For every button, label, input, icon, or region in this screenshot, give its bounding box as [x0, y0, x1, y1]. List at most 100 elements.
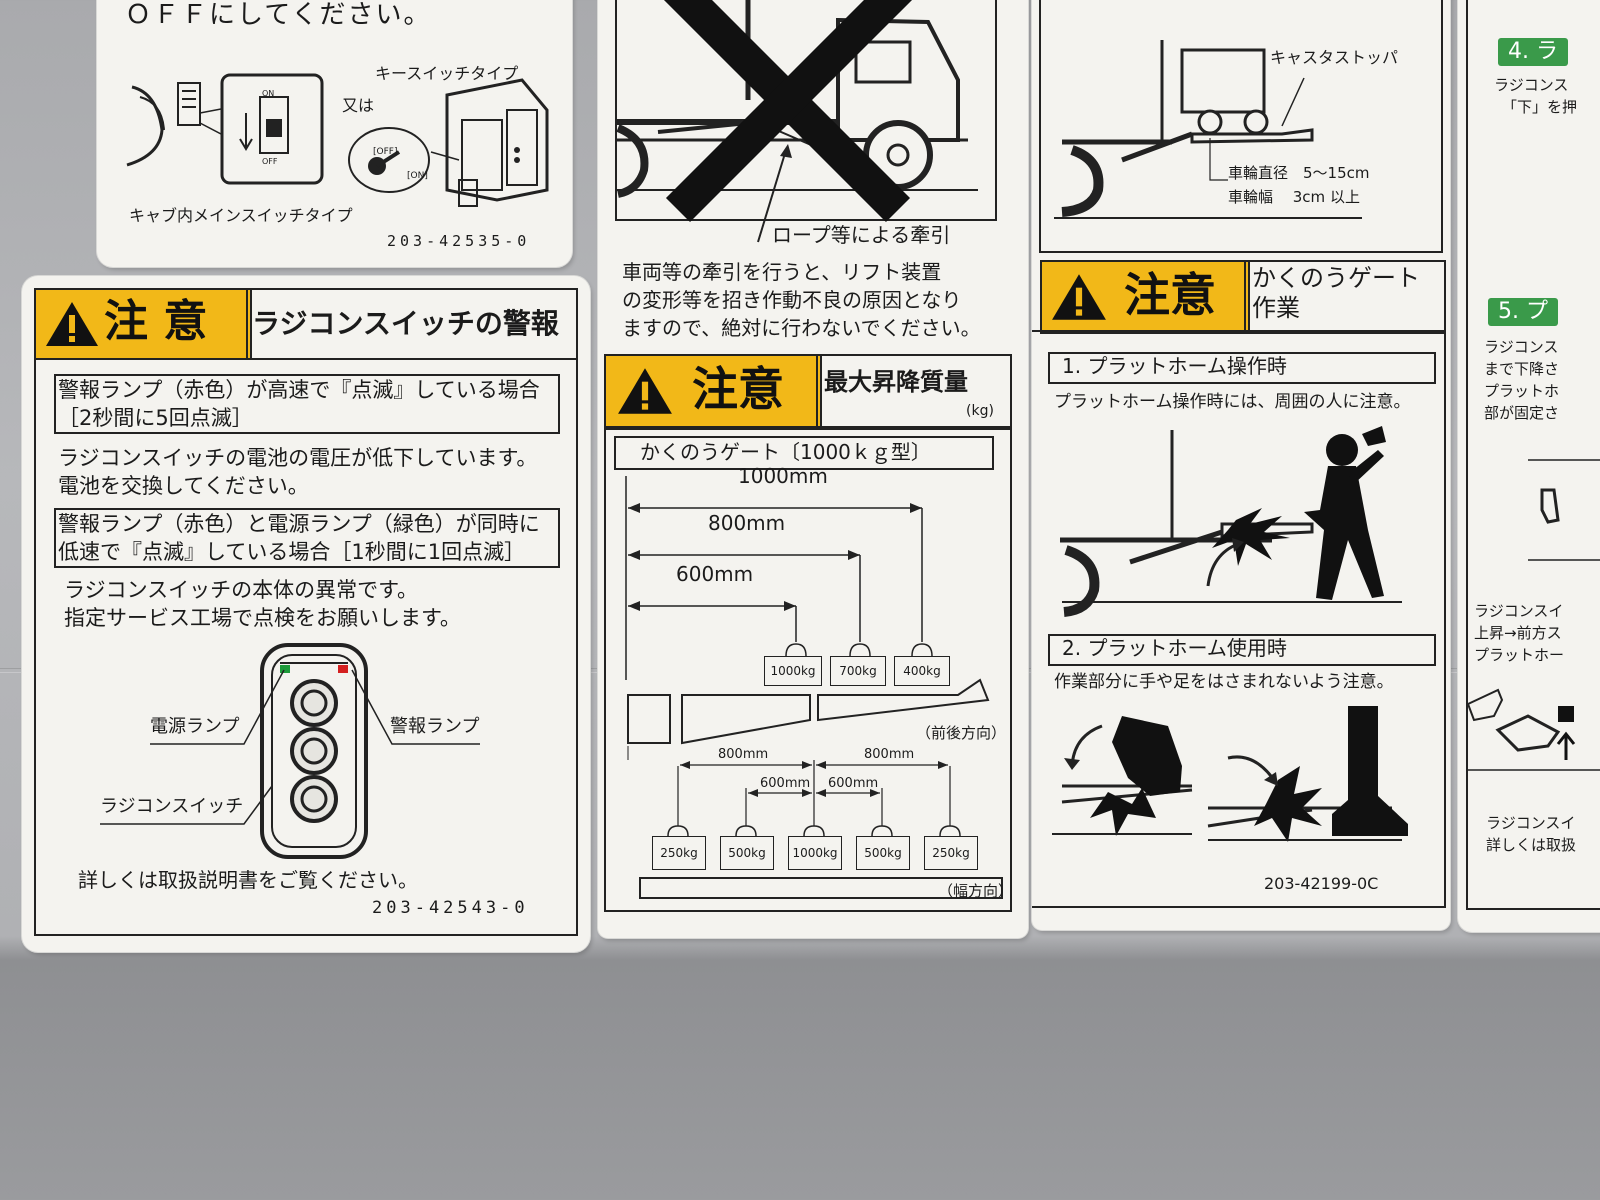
wheel-width-spec: 車輪幅 3cm 以上 [1228, 188, 1360, 206]
section1-text: プラットホーム操作時には、周囲の人に注意。 [1054, 392, 1411, 412]
caution-text: 注 意 [104, 296, 208, 347]
step7-line1: ラジコンスイ [1486, 814, 1576, 832]
gate-model-title: かくのうゲート〔1000ｋｇ型〕 [640, 440, 931, 464]
width-dist-800mm-right: 800mm [864, 747, 915, 762]
fault-text-line2: 指定サービス工場で点検をお願いします。 [64, 606, 461, 630]
weight-500kg-right: 500kg [856, 836, 910, 870]
step5-line1: ラジコンス [1484, 338, 1559, 356]
power-lamp-label: 電源ランプ [150, 716, 240, 737]
platform-fold-diagram [1528, 459, 1600, 561]
off-tag: [OFF] [373, 147, 398, 157]
warning-triangle-icon [1052, 274, 1106, 320]
slow-blink-line1: 警報ランプ（赤色）と電源ランプ（緑色）が同時に [58, 512, 540, 536]
battery-text-line1: ラジコンスイッチの電池の電圧が低下しています。 [58, 446, 538, 470]
or-label: 又は [342, 96, 375, 115]
gate-operation-label: キャスタストッパ 車輪直径 5～15cm 車輪幅 3cm 以上 注意 かくのうゲ… [1032, 0, 1450, 930]
step6-line1: ラジコンスイ [1474, 602, 1564, 620]
step4-heading: 4. ラ [1498, 38, 1568, 66]
dist-1000mm: 1000mm [738, 464, 828, 488]
pinch-caution-illustration [1052, 706, 1408, 842]
rope-towing-caption: ロープ等による牽引 [772, 223, 951, 247]
width-dist-800mm-left: 800mm [718, 747, 769, 762]
towing-prohibited-illustration [615, 0, 997, 243]
step5-line3: プラットホ [1484, 382, 1560, 400]
towing-text-line3: ますので、絶対に行わないでください。 [622, 316, 981, 340]
manual-note: 詳しくは取扱説明書をご覧ください。 [78, 868, 418, 892]
gate-title-line2: 作業 [1252, 294, 1300, 322]
weight-1000kg: 1000kg [764, 656, 822, 686]
step7-line2: 詳しくは取扱 [1486, 836, 1577, 854]
towing-text-line1: 車両等の牽引を行うと、リフト装置 [622, 260, 942, 284]
section2-text: 作業部分に手や足をはさまれないよう注意。 [1054, 672, 1394, 692]
radio-switch-alarm-label: 注 意 ラジコンスイッチの警報 警報ランプ（赤色）が高速で『点滅』している場合 … [22, 276, 590, 952]
weight-250kg-left: 250kg [652, 836, 706, 870]
caster-stopper-illustration [1039, 0, 1443, 253]
battery-text-line2: 電池を交換してください。 [58, 474, 309, 498]
width-load-diagram [639, 760, 1003, 899]
step6-line3: プラットホー [1474, 646, 1565, 664]
instructions-frame [1466, 0, 1600, 910]
weight-400kg: 400kg [894, 656, 950, 686]
fast-blink-box [54, 374, 560, 434]
switch-on-text: ON [262, 89, 275, 98]
radio-switch-label: ラジコンスイッチ [100, 796, 244, 817]
weight-250kg-right: 250kg [924, 836, 978, 870]
section1-title: 1. プラットホーム操作時 [1062, 354, 1287, 378]
platform-lift-diagram [1466, 688, 1600, 771]
switch-off-text: OFF [262, 157, 278, 166]
model-box [614, 436, 994, 470]
cab-switch-type-label: キャブ内メインスイッチタイプ [129, 206, 353, 225]
title-frame [246, 288, 578, 360]
wheel-diameter-spec: 車輪直径 5～15cm [1228, 164, 1370, 182]
dist-800mm: 800mm [708, 511, 786, 535]
section2-title: 2. プラットホーム使用時 [1062, 636, 1287, 660]
unit-label: (kg) [966, 403, 994, 419]
warning-triangle-icon [618, 368, 672, 414]
fast-blink-line1: 警報ランプ（赤色）が高速で『点滅』している場合 [58, 378, 540, 402]
width-direction: （幅方向） [938, 882, 1014, 900]
step5-line4: 部が固定さ [1484, 404, 1560, 422]
front-back-direction: （前後方向） [916, 724, 1007, 742]
part-code: 203-42543-0 [372, 898, 529, 918]
cab-switch-illustration [126, 73, 324, 185]
weight-700kg: 700kg [830, 656, 886, 686]
load-diagram-frame [604, 428, 1012, 912]
part-code: 203-42199-0C [1264, 874, 1379, 893]
section1-title-box [1048, 352, 1436, 384]
warning-lamp-label: 警報ランプ [390, 716, 480, 737]
step5-heading: 5. プ [1488, 298, 1558, 326]
remote-control-illustration [260, 643, 368, 859]
gate-title-line1: かくのうゲート [1252, 264, 1420, 292]
off-heading: ＯＦＦにしてください。 [125, 0, 432, 30]
step6-line2: 上昇→前方ス [1474, 624, 1562, 642]
step4-line1: ラジコンス [1494, 76, 1569, 94]
right-instructions-label: 4. ラ ラジコンス 「下」を押 5. プ ラジコンス まで下降さ プラットホ … [1458, 0, 1600, 932]
part-code: 203-42535-0 [387, 232, 531, 250]
gate-body-frame [1032, 330, 1446, 908]
lamp-leader-lines [100, 669, 480, 825]
fast-blink-line2: ［2秒間に5回点滅］ [58, 406, 253, 430]
key-switch-illustration [348, 78, 549, 207]
key-switch-type-label: キースイッチタイプ [375, 64, 519, 83]
step5-line2: まで下降さ [1484, 360, 1560, 378]
towing-load-label: ロープ等による牽引 車両等の牽引を行うと、リフト装置 の変形等を招き作動不良の原… [598, 0, 1028, 938]
dist-600mm: 600mm [676, 562, 754, 586]
slow-blink-line2: 低速で『点滅』している場合［1秒間に1回点滅］ [58, 540, 526, 564]
section2-title-box [1048, 634, 1436, 666]
caster-stopper-label: キャスタストッパ [1270, 48, 1399, 67]
fault-text-line1: ラジコンスイッチの本体の異常です。 [64, 578, 419, 602]
warning-triangle-icon [46, 302, 98, 346]
caution-text: 注意 [692, 362, 784, 416]
weight-500kg-left: 500kg [720, 836, 774, 870]
alarm-title: ラジコンスイッチの警報 [252, 307, 559, 340]
step4-line2: 「下」を押 [1502, 98, 1578, 116]
weight-1000kg-center: 1000kg [788, 836, 842, 870]
on-tag: [ON] [407, 171, 428, 181]
width-dist-600mm-right: 600mm [828, 776, 879, 791]
caution-text: 注意 [1124, 268, 1216, 322]
width-dist-600mm-left: 600mm [760, 776, 811, 791]
slow-blink-box [54, 508, 560, 568]
front-back-load-diagram [625, 476, 990, 760]
max-load-title: 最大昇降質量 [824, 368, 968, 396]
main-switch-label: ＯＦＦにしてください。 キースイッチタイプ 又は ON OFF [OFF] [O… [97, 0, 572, 267]
